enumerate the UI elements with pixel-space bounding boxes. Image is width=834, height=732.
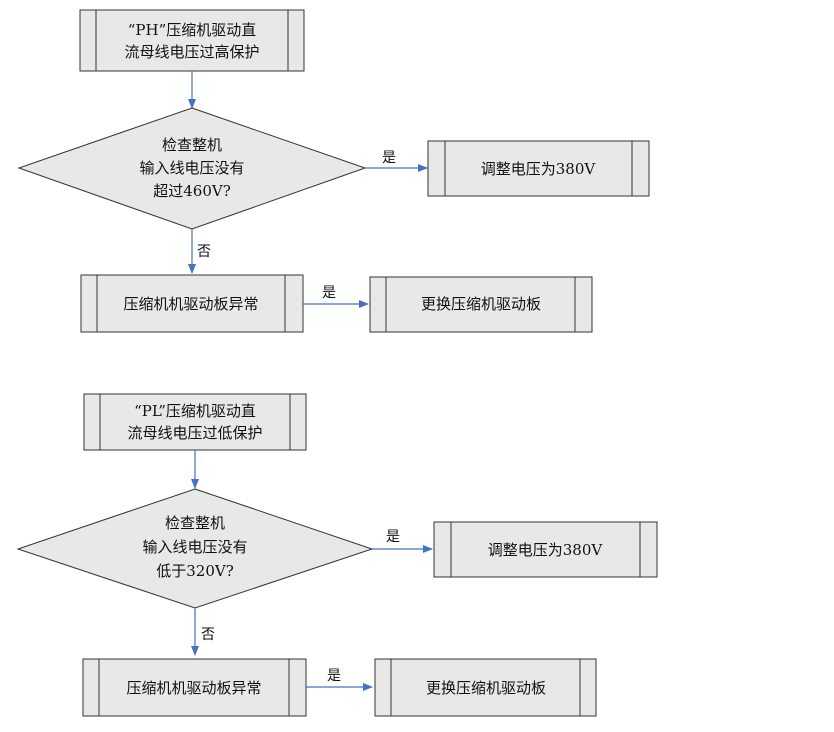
flow-2-title-line-2: 流母线电压过低保护 (127, 424, 262, 442)
flow-1-fault-yes-label: 是 (322, 285, 336, 301)
flow-2-fault-box: 压缩机机驱动板异常 (82, 658, 307, 717)
flow-2-yes-action-box: 调整电压为380V (433, 521, 658, 578)
flow-2-decision-line-3: 低于320V? (156, 562, 234, 580)
flow-1-title-line-2: 流母线电压过高保护 (124, 43, 259, 61)
flow-1-decision-line-1: 检查整机 (162, 136, 222, 154)
flow-2-fault-yes-label: 是 (327, 668, 341, 684)
flow-2-decision-line-2: 输入线电压没有 (142, 538, 247, 556)
flow-1-yes-action-box: 调整电压为380V (427, 140, 650, 197)
flow-1-title-box: “PH”压缩机驱动直 流母线电压过高保护 (79, 9, 305, 72)
flow-2-yes-action-text: 调整电压为380V (488, 541, 604, 559)
flow-2-title-box: “PL”压缩机驱动直 流母线电压过低保护 (83, 393, 307, 451)
flow-1-no-label: 否 (197, 244, 211, 260)
flow-2-fault-action-text: 更换压缩机驱动板 (426, 679, 546, 697)
flow-2: “PL”压缩机驱动直 流母线电压过低保护 检查整机 输入线电压没有 低于320V… (16, 393, 658, 717)
flow-1-fault-text: 压缩机机驱动板异常 (123, 295, 258, 313)
flow-2-decision-line-1: 检查整机 (165, 514, 225, 532)
flow-1: “PH”压缩机驱动直 流母线电压过高保护 检查整机 输入线电压没有 超过460V… (17, 9, 650, 333)
flow-1-fault-box: 压缩机机驱动板异常 (80, 274, 304, 333)
flow-1-fault-action-text: 更换压缩机驱动板 (421, 295, 541, 313)
flow-2-yes-label: 是 (386, 529, 400, 545)
flow-1-fault-action-box: 更换压缩机驱动板 (369, 276, 593, 333)
flow-1-decision: 检查整机 输入线电压没有 超过460V? (17, 107, 367, 230)
flow-1-decision-line-3: 超过460V? (153, 182, 231, 200)
flow-1-yes-label: 是 (382, 150, 396, 166)
flow-2-decision: 检查整机 输入线电压没有 低于320V? (16, 488, 374, 609)
flow-2-fault-action-box: 更换压缩机驱动板 (374, 658, 597, 717)
flow-2-no-label: 否 (201, 627, 215, 643)
flow-2-fault-text: 压缩机机驱动板异常 (126, 679, 261, 697)
flow-1-decision-line-2: 输入线电压没有 (139, 159, 244, 177)
flow-1-yes-action-text: 调整电压为380V (481, 160, 597, 178)
flow-2-title-line-1: “PL”压缩机驱动直 (134, 402, 256, 420)
flow-1-title-line-1: “PH”压缩机驱动直 (128, 21, 257, 39)
